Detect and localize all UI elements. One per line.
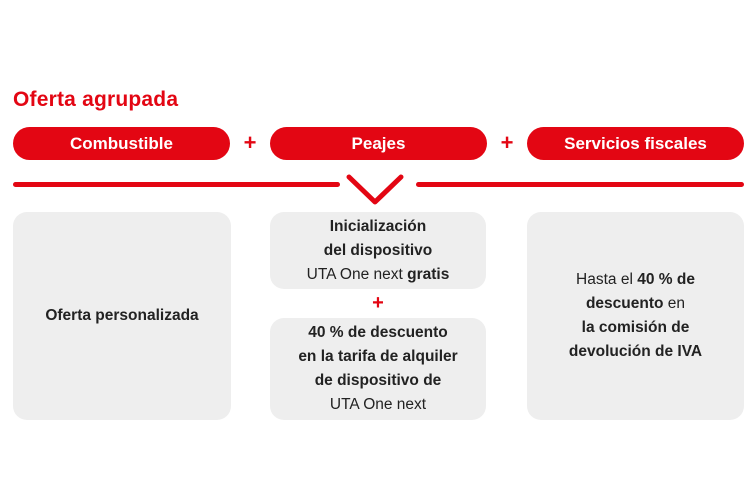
category-fuel: Combustible [13, 127, 230, 160]
card-text-emphasis: 40 % de [637, 271, 695, 288]
plus-sign: + [372, 292, 384, 314]
card-line: de dispositivo de [314, 372, 442, 389]
card-device-rental-discount: 40 % de descuento en la tarifa de alquil… [270, 318, 486, 420]
divider-left [13, 182, 340, 187]
category-tax-services: Servicios fiscales [527, 127, 744, 160]
plus-sign: + [243, 130, 257, 155]
card-line: en la tarifa de alquiler [298, 348, 458, 365]
page-title: Oferta agrupada [13, 88, 179, 111]
card-text-emphasis: gratis [407, 265, 450, 283]
chevron-down-icon [346, 174, 404, 205]
card-line: 40 % de descuento [308, 324, 448, 341]
card-text: Hasta el [576, 271, 633, 288]
category-tolls: Peajes [270, 127, 487, 160]
card-line: devolución de IVA [568, 343, 703, 360]
card-fuel-text: Oferta personalizada [45, 307, 199, 324]
card-text: UTA One next [306, 265, 403, 283]
plus-sign: + [500, 130, 514, 155]
card-device-initialization: Inicialización del dispositivo UTA One n… [270, 212, 486, 289]
card-line: UTA One next [329, 396, 427, 413]
card-text-emphasis: descuento [585, 295, 664, 312]
card-line: la comisión de [581, 319, 690, 336]
card-line: Hasta el 40 % de [569, 268, 702, 292]
card-line: Inicialización [329, 217, 427, 235]
card-line: descuento en [569, 292, 702, 316]
card-text: en [667, 295, 686, 312]
card-line: del dispositivo [323, 241, 433, 259]
divider-right [416, 182, 744, 187]
card-line: UTA One next gratis [307, 263, 450, 287]
card-vat-refund-discount: Hasta el 40 % de descuento en la comisió… [527, 212, 744, 420]
card-fuel-offer: Oferta personalizada [13, 212, 231, 420]
